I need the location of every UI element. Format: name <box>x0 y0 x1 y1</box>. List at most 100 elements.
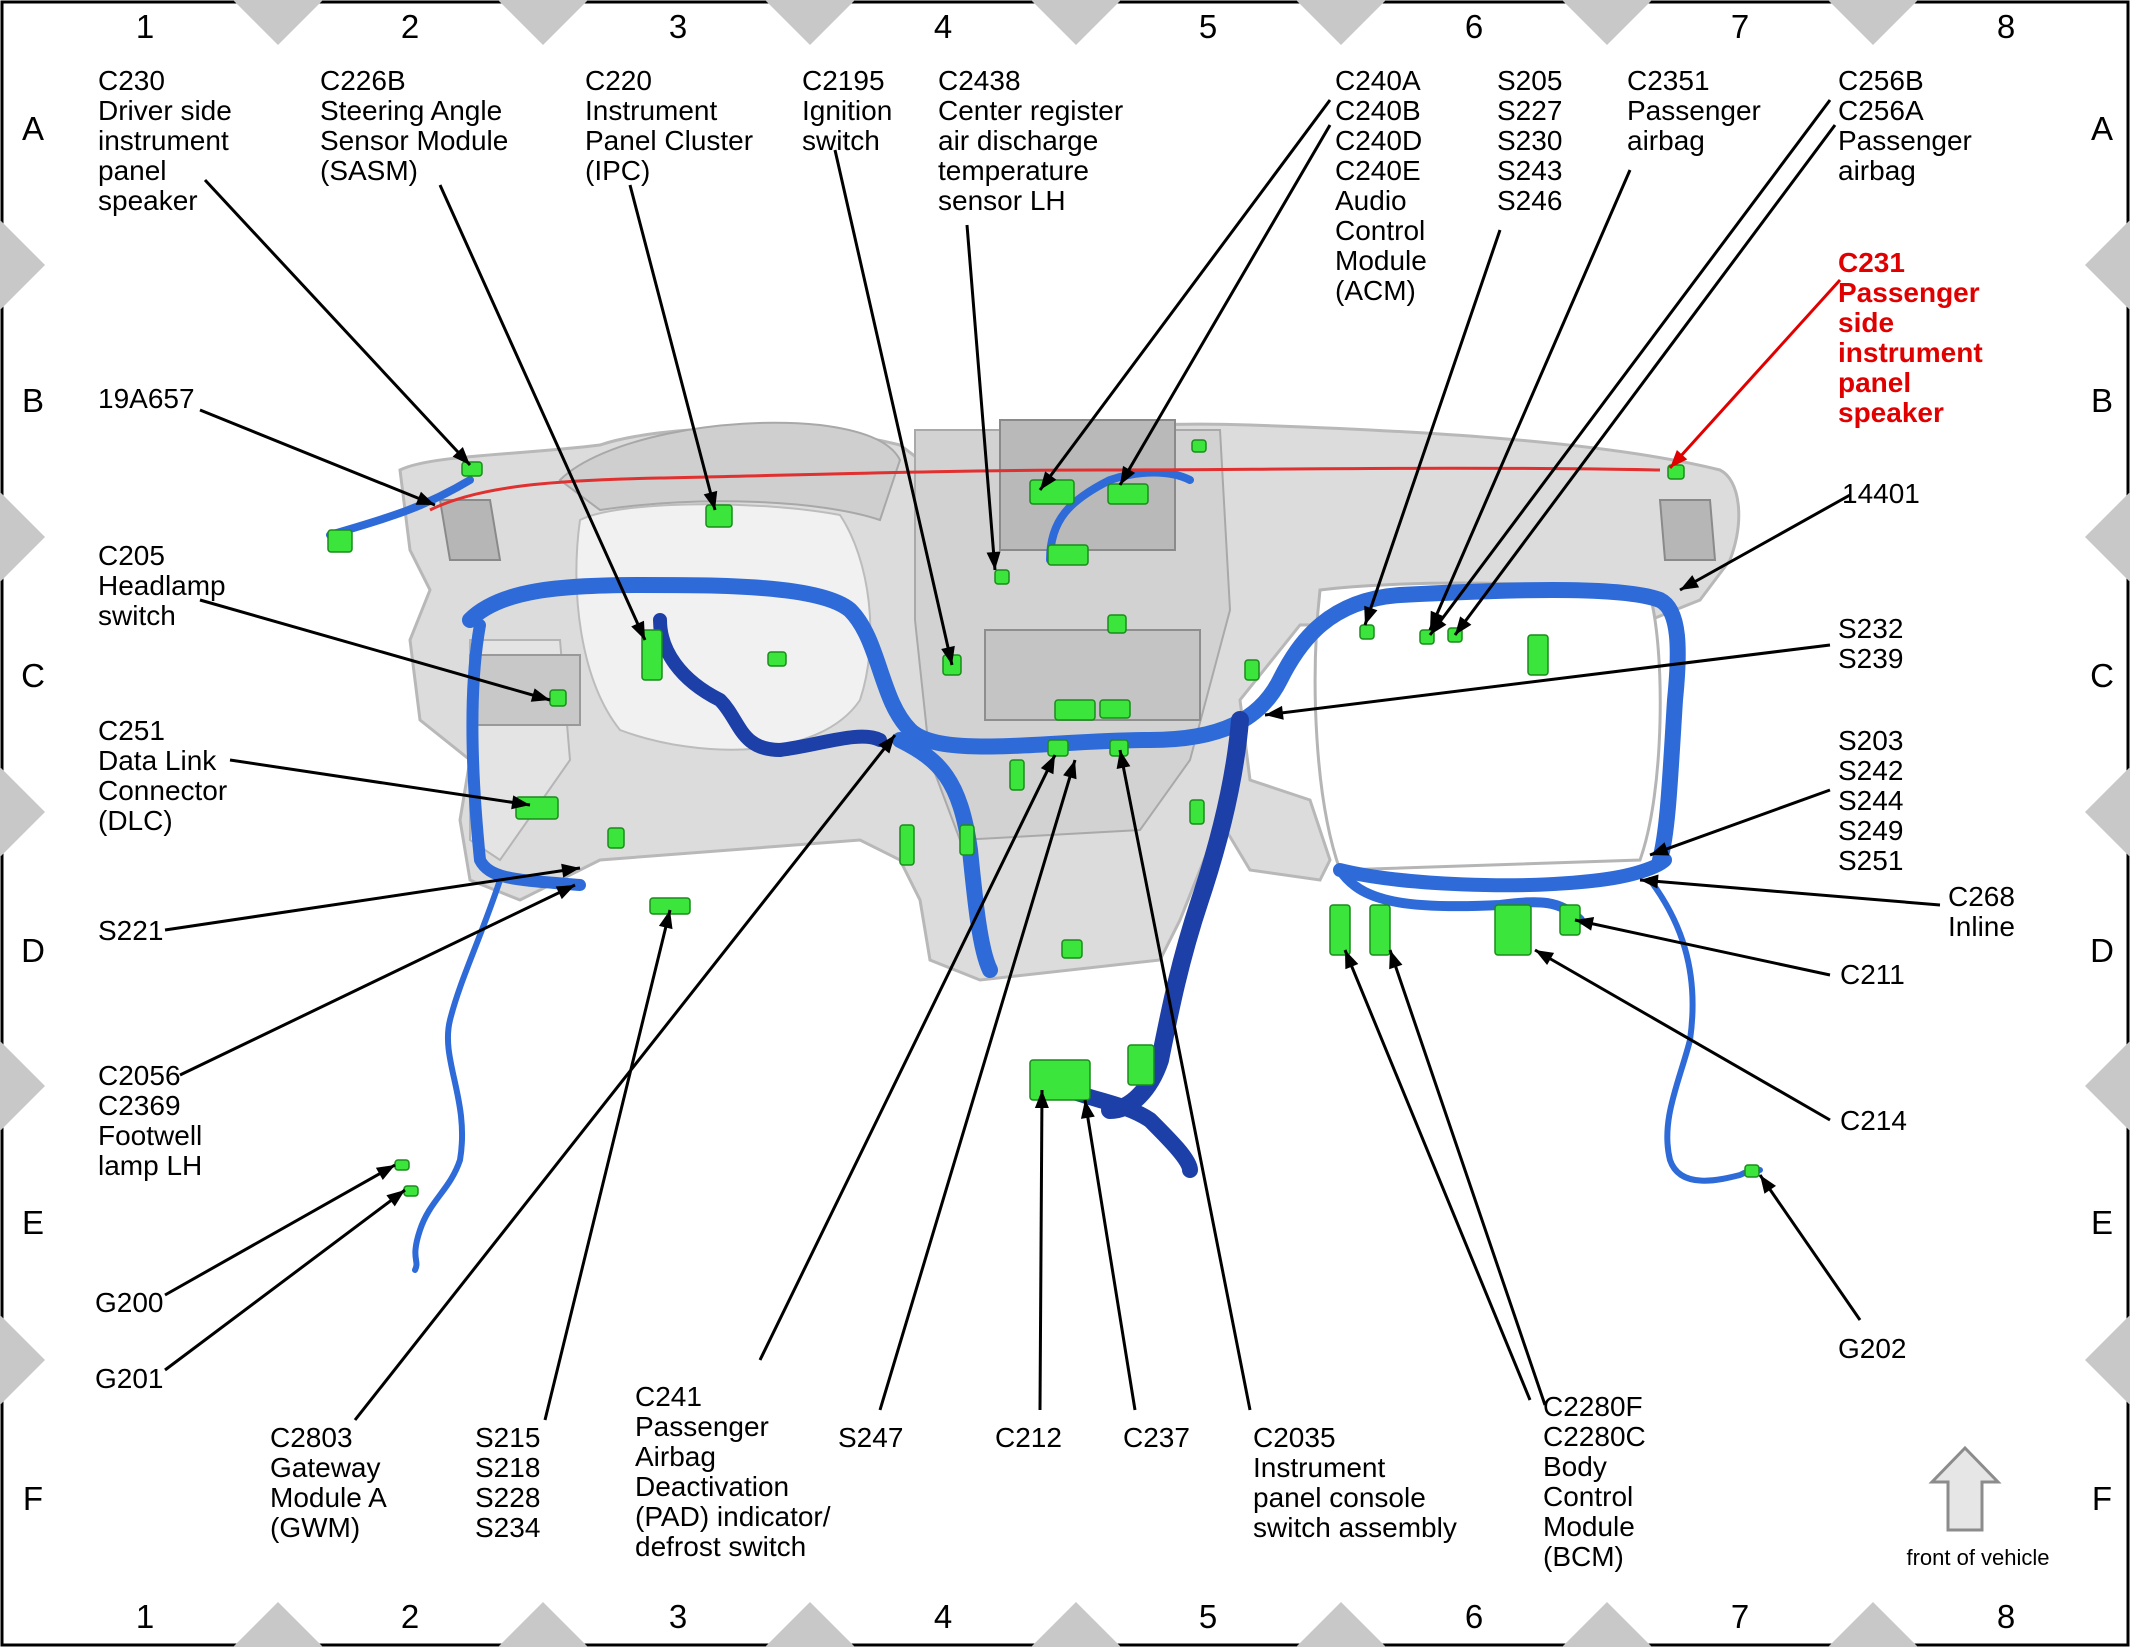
arrowhead-4 <box>986 551 1001 570</box>
connector-7 <box>1029 479 1075 505</box>
harness-console-drop <box>1101 711 1249 1119</box>
connector-39 <box>1009 759 1025 791</box>
arrowhead-10 <box>1455 616 1472 635</box>
arrowhead-11 <box>1670 449 1688 468</box>
leader-g202 <box>1758 1174 1862 1321</box>
arrowhead-16 <box>511 795 530 810</box>
callout-c2438-line-1: Center register <box>938 95 1123 126</box>
callout-s247-line-0: S247 <box>838 1422 903 1453</box>
leader-s221 <box>164 866 581 932</box>
callout-c256-line-1: C256A <box>1838 95 1924 126</box>
arrowhead-5 <box>1040 471 1057 490</box>
harness-right-drop <box>1647 877 1763 1184</box>
cluster-hood <box>558 421 902 522</box>
callout-c214-line-0: C214 <box>1840 1105 1907 1136</box>
callout-c2195-line-0: C2195 <box>802 65 885 96</box>
leader-c251 <box>229 758 531 807</box>
grid-row-right-C: C <box>2090 657 2114 694</box>
border-diamond-right-3 <box>2085 1041 2130 1131</box>
grid-col-bottom-6: 6 <box>1465 1598 1483 1635</box>
arrowhead-24 <box>386 1190 405 1207</box>
connector-23 <box>607 827 625 849</box>
leader-c237 <box>1083 1099 1137 1411</box>
callout-c256-line-3: airbag <box>1838 155 1916 186</box>
arrowhead-17 <box>1650 842 1670 856</box>
callout-c241-line-5: defrost switch <box>635 1531 806 1562</box>
callout-c2195-line-1: Ignition <box>802 95 892 126</box>
leader-s205 <box>1363 229 1502 626</box>
audio-unit <box>999 419 1176 551</box>
border-diamond-top-0 <box>233 0 323 45</box>
callout-c2351-line-2: airbag <box>1627 125 1705 156</box>
callout-c2803-line-1: Gateway <box>270 1452 381 1483</box>
border-diamond-left-1 <box>0 492 45 582</box>
callout-c241-line-4: (PAD) indicator/ <box>635 1501 831 1532</box>
callout-s205-line-3: S243 <box>1497 155 1562 186</box>
callout-c2056-line-0: C2056 <box>98 1060 181 1091</box>
border-diamond-top-5 <box>1562 0 1652 45</box>
border-diamond-right-2 <box>2085 767 2130 857</box>
border-diamond-bottom-6 <box>1828 1602 1918 1647</box>
leader-s215 <box>543 909 672 1421</box>
callout-c241-line-3: Deactivation <box>635 1471 789 1502</box>
callout-c241-line-1: Passenger <box>635 1411 769 1442</box>
grid-col-top-6: 6 <box>1465 8 1483 45</box>
arrowhead-20 <box>1575 916 1595 931</box>
callout-c2056-line-2: Footwell <box>98 1120 202 1151</box>
callout-c205-line-0: C205 <box>98 540 165 571</box>
wiring-harness <box>326 468 1763 1273</box>
connector-25 <box>1329 904 1351 956</box>
grid-col-bottom-3: 3 <box>669 1598 687 1635</box>
callout-c231-line-0: C231 <box>1838 247 1905 278</box>
grid-col-top-4: 4 <box>934 8 952 45</box>
leader-c2351 <box>1428 169 1632 631</box>
callout-c256-line-2: Passenger <box>1838 125 1972 156</box>
connector-14 <box>1109 739 1129 757</box>
callout-s215-line-0: S215 <box>475 1422 540 1453</box>
arrowhead-32 <box>1116 750 1131 770</box>
grid-row-right-D: D <box>2090 932 2114 969</box>
leader-c226b <box>438 184 647 641</box>
border-diamond-bottom-0 <box>233 1602 323 1647</box>
harness-cluster-branch <box>653 613 887 757</box>
callout-c2803-line-2: Module A <box>270 1482 387 1513</box>
leader-arrowheads <box>375 447 1776 1207</box>
arrowhead-22 <box>1535 950 1555 966</box>
callout-s203-line-0: S203 <box>1838 725 1903 756</box>
leader-g200 <box>164 1163 396 1297</box>
connector-0 <box>461 461 483 477</box>
grid-row-left-F: F <box>23 1480 43 1517</box>
callout-s232-line-0: S232 <box>1838 613 1903 644</box>
callout-c220-line-3: (IPC) <box>585 155 650 186</box>
callout-c2280-line-5: (BCM) <box>1543 1541 1624 1572</box>
callout-s215-line-2: S228 <box>475 1482 540 1513</box>
connector-26 <box>1369 904 1391 956</box>
arrowhead-14 <box>530 688 550 702</box>
harness-audio-branch <box>1046 468 1194 564</box>
connector-38 <box>1107 614 1127 634</box>
grid-col-bottom-1: 1 <box>136 1598 154 1635</box>
connector-11 <box>1054 699 1096 721</box>
border-diamond-top-6 <box>1828 0 1918 45</box>
callout-c241-line-0: C241 <box>635 1381 702 1412</box>
arrowhead-25 <box>1760 1175 1776 1194</box>
arrowhead-7 <box>1364 605 1378 625</box>
leader-c268 <box>1639 878 1941 907</box>
callout-c2438-line-4: sensor LH <box>938 185 1066 216</box>
callout-c220-line-2: Panel Cluster <box>585 125 753 156</box>
grid-col-top-5: 5 <box>1199 8 1217 45</box>
callout-c230-line-0: C230 <box>98 65 165 96</box>
grid-col-top-1: 1 <box>136 8 154 45</box>
callout-c231-line-5: speaker <box>1838 397 1944 428</box>
callout-c212: C212 <box>995 1422 1062 1453</box>
